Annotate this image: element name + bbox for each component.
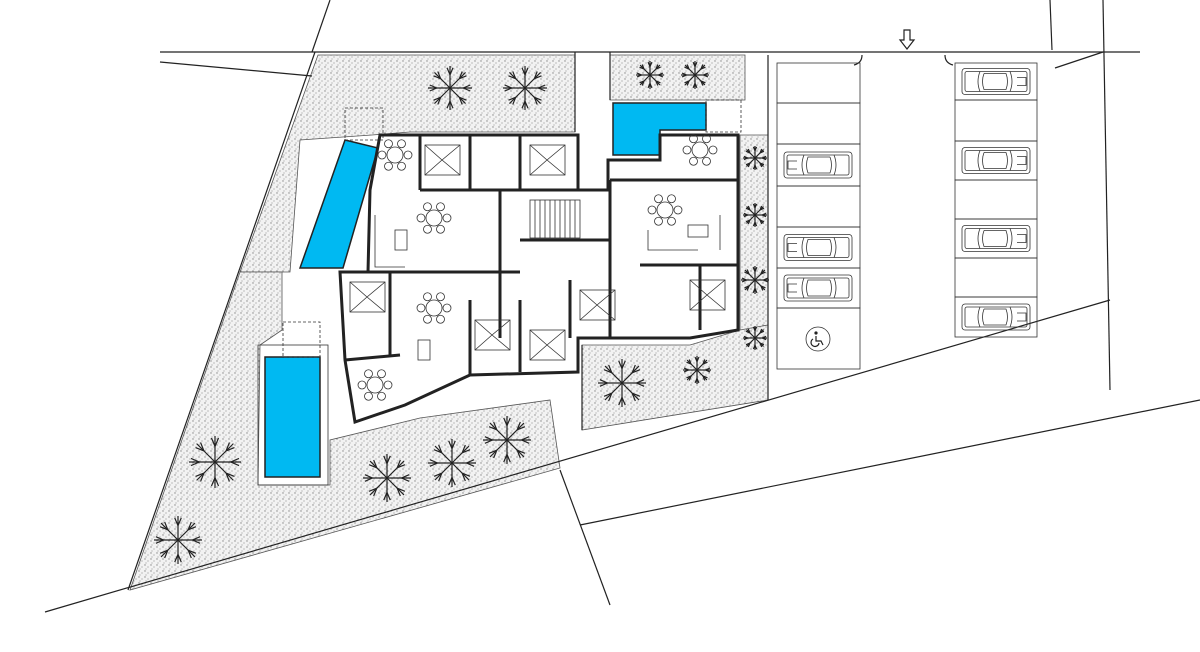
tree-icon [743,146,767,170]
car-icon [961,147,1031,174]
gravel-south-east [581,324,769,431]
dining-table-icon [377,139,413,171]
tree-icon [598,359,646,407]
parking-bay [954,218,1038,259]
parking-bay [954,296,1038,338]
car-icon [961,303,1031,331]
bed-icon [349,281,386,313]
gravel-west [129,271,561,591]
parking-bay [954,99,1038,142]
tree-icon [189,436,241,488]
tree-icon [743,203,767,227]
parking-bay [776,62,861,104]
dining-table-icon [416,202,452,234]
tree-icon [636,61,664,89]
car-icon [961,68,1031,95]
bed-icon [424,144,461,176]
pool-south-west [264,356,321,478]
beds [349,144,726,361]
pools [257,99,742,486]
bed-icon [579,289,616,321]
parking-bay [776,143,861,187]
parking-area [767,54,1038,400]
dining-table-icon [682,134,718,166]
boundary-lines [44,0,1200,613]
wheelchair-icon [805,326,831,352]
accessible-parking-bay [776,307,861,370]
bed-icon [529,144,566,176]
tree-icon [428,439,476,487]
car-icon [783,151,853,179]
car-icon [783,234,853,261]
parking-bay [954,140,1038,181]
tree-icon [363,454,411,502]
car-icon [961,225,1031,252]
parking-bay [776,267,861,309]
dining-table-icon [647,194,683,226]
trees [154,61,769,564]
parking-bay [954,257,1038,298]
tree-icon [483,416,531,464]
gravel-north-pool [609,54,746,101]
bed-icon [529,329,566,361]
tree-icon [428,66,472,110]
tree-icon [681,61,709,89]
pool-north-west [298,139,379,269]
tree-icon [683,356,711,384]
staircase [529,199,581,239]
dining-table-icon [357,369,393,401]
tree-icon [743,326,767,350]
building-floor-plan [338,133,740,424]
parking-bay [776,102,861,145]
car-icon [783,274,853,302]
parking-bay [954,179,1038,220]
bed-icon [474,319,511,351]
down-arrow-icon [898,29,916,50]
tree-icon [154,516,202,564]
parking-bay [776,185,861,228]
dining-table-icon [416,292,452,324]
parking-bay [776,226,861,269]
tree-icon [741,266,769,294]
tree-icon [503,66,547,110]
bed-icon [689,279,726,311]
